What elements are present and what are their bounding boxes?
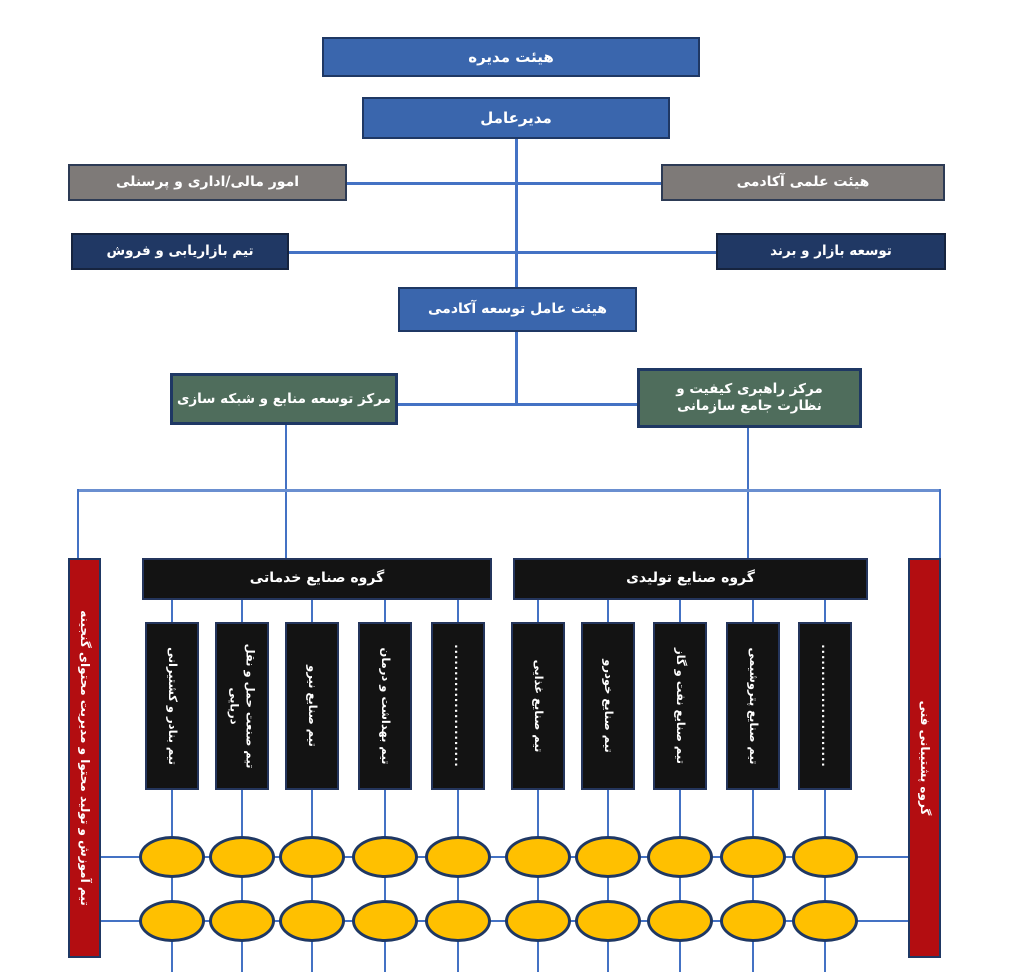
connector-header-to-team [752,600,754,622]
team-label: تیم بهداشت و درمان [378,647,393,765]
position-ellipse [279,836,345,878]
team-box-ports-shipping: تیم بنادر و کشتیرانی [145,622,199,790]
connector-team-column [311,790,313,972]
connector-header-to-team [241,600,243,622]
resource-network-label: مرکز توسعه منابع و شبکه سازی [176,390,392,407]
ceo-label: مدیرعامل [480,108,552,127]
position-ellipse [425,900,491,942]
connector-header-to-team [384,600,386,622]
team-label: ....................... [451,644,466,768]
ceo-box: مدیرعامل [362,97,670,139]
connector-ceo-down [515,139,518,289]
position-ellipse [505,836,571,878]
team-box-power-industries: تیم صنایع نیرو [285,622,339,790]
connector-team-column [679,790,681,972]
connector-header-to-team [607,600,609,622]
position-ellipse [575,900,641,942]
academic-faculty-label: هیئت علمی آکادمی [736,173,870,190]
service-group-box: گروه صنایع خدماتی [142,558,492,600]
connector-row1-bus [100,856,909,858]
connector-main-bus [77,489,941,492]
connector-team-column [241,790,243,972]
production-group-box: گروه صنایع تولیدی [513,558,868,600]
team-label: تیم بنادر و کشتیرانی [165,647,180,765]
team-label: تیم صنایع نیرو [305,665,320,747]
connector-quality-down [747,428,749,558]
connector-bus-left-down [77,489,79,558]
connector-team-column [384,790,386,972]
production-group-label: گروه صنایع تولیدی [626,570,755,587]
team-label: تیم صنایع غذایی [531,659,546,753]
quality-center-label: مرکز راهبری کیفیت و نظارت جامع سازمانی [676,381,823,414]
position-ellipse [792,836,858,878]
connector-team-column [537,790,539,972]
finance-admin-label: امور مالی/اداری و پرسنلی [115,173,300,190]
academy-exec-label: هیئت عامل توسعه آکادمی [428,300,607,317]
team-box-food-industries: تیم صنایع غذایی [511,622,565,790]
connector-header-to-team [311,600,313,622]
academy-exec-box: هیئت عامل توسعه آکادمی [398,287,637,332]
connector-green-level [397,403,637,406]
position-ellipse [720,900,786,942]
team-label: ....................... [818,644,833,768]
team-box-production-placeholder: ....................... [798,622,852,790]
connector-header-to-team [171,600,173,622]
connector-header-to-team [824,600,826,622]
team-label: تیم صنایع پتروشیمی [746,647,761,765]
connector-team-column [824,790,826,972]
position-ellipse [505,900,571,942]
team-label: تیم صنایع خودرو [601,659,616,753]
position-ellipse [792,900,858,942]
connector-team-column [607,790,609,972]
position-ellipse [209,900,275,942]
position-ellipse [425,836,491,878]
connector-header-to-team [457,600,459,622]
position-ellipse [575,836,641,878]
connector-team-column [171,790,173,972]
position-ellipse [352,900,418,942]
team-box-automotive-industries: تیم صنایع خودرو [581,622,635,790]
connector-team-column [752,790,754,972]
service-group-label: گروه صنایع خدماتی [249,570,385,587]
connector-header-to-team [537,600,539,622]
team-box-petrochemical-industries: تیم صنایع پتروشیمی [726,622,780,790]
position-ellipse [720,836,786,878]
position-ellipse [647,836,713,878]
connector-navy-level [289,251,717,254]
position-ellipse [139,900,205,942]
team-box-service-placeholder: ....................... [431,622,485,790]
connector-bus-right-down [939,489,941,558]
marketing-sales-label: تیم بازاریابی و فروش [106,243,254,260]
training-content-team-label: تیم آموزش و تولید محتوا و مدیریت محتوای … [77,610,92,906]
team-label: تیم صنایع نفت و گاز [673,648,688,764]
position-ellipse [647,900,713,942]
quality-center-box: مرکز راهبری کیفیت و نظارت جامع سازمانی [637,368,862,428]
connector-row2-bus [100,920,909,922]
connector-team-column [457,790,459,972]
board-box: هیئت مدیره [322,37,700,77]
team-label: تیم صنعت حمل و نقل دریایی [228,643,258,769]
technical-support-group-box: گروه پشتیبانی فنی [908,558,941,958]
position-ellipse [209,836,275,878]
team-box-health-care: تیم بهداشت و درمان [358,622,412,790]
connector-gray-level [347,182,662,185]
board-label: هیئت مدیره [468,47,554,66]
finance-admin-box: امور مالی/اداری و پرسنلی [68,164,347,201]
technical-support-group-label: گروه پشتیبانی فنی [917,700,932,816]
resource-network-box: مرکز توسعه منابع و شبکه سازی [170,373,398,425]
training-content-team-box: تیم آموزش و تولید محتوا و مدیریت محتوای … [68,558,101,958]
academic-faculty-box: هیئت علمی آکادمی [661,164,945,201]
connector-header-to-team [679,600,681,622]
marketing-sales-box: تیم بازاریابی و فروش [71,233,289,270]
market-brand-box: توسعه بازار و برند [716,233,946,270]
market-brand-label: توسعه بازار و برند [770,243,892,260]
team-box-oil-gas-industries: تیم صنایع نفت و گاز [653,622,707,790]
team-box-maritime-transport: تیم صنعت حمل و نقل دریایی [215,622,269,790]
position-ellipse [139,836,205,878]
connector-exec-down [515,330,518,405]
position-ellipse [352,836,418,878]
position-ellipse [279,900,345,942]
